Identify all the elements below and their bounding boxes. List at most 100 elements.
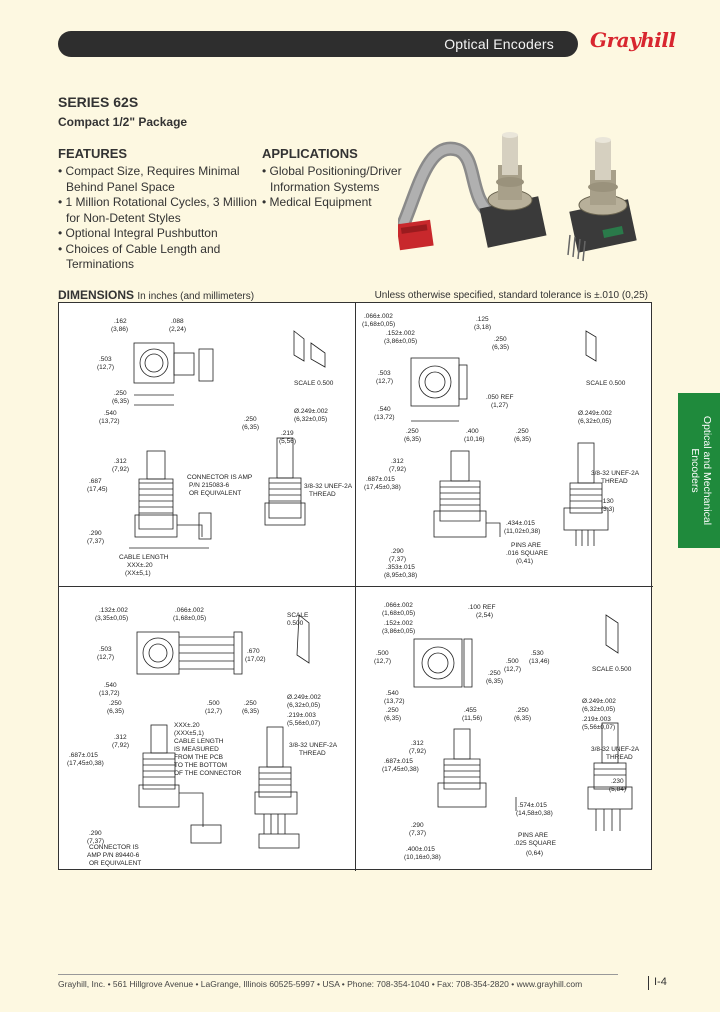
dimension-label: P/N 215083-6 bbox=[189, 482, 229, 489]
dimension-label: (7,92) bbox=[389, 466, 406, 473]
dimension-label: .455 bbox=[464, 707, 477, 714]
dimension-label: 0.500 bbox=[287, 620, 304, 627]
dimension-label: (6,35) bbox=[107, 708, 124, 715]
dimension-label: XXX±.20 bbox=[174, 722, 200, 729]
dimension-label: PINS ARE bbox=[518, 832, 549, 839]
dimension-label: .250 bbox=[244, 416, 257, 423]
dimension-label: .540 bbox=[386, 690, 399, 697]
dimension-label: 3/8-32 UNEF-2A bbox=[304, 483, 353, 490]
dimension-label: (6,35) bbox=[242, 708, 259, 715]
dimension-label: .312 bbox=[391, 458, 404, 465]
applications-list: • Global Positioning/Driver Information … bbox=[262, 164, 412, 211]
dimension-label: THREAD bbox=[606, 754, 633, 761]
dimensions-drawings: .162(3,86) .088(2,24) .503(12,7) .250(6,… bbox=[58, 302, 653, 871]
dimension-label: (2,54) bbox=[476, 612, 493, 619]
application-item: • Medical Equipment bbox=[262, 195, 372, 209]
dimension-label: (0,64) bbox=[526, 850, 543, 857]
drawing-pcb-side-svg: .066±.002(1,68±0,05) .125(3,18) .152±.00… bbox=[362, 313, 640, 579]
dimension-label: (6,35) bbox=[404, 436, 421, 443]
drawing-pcb-rear-svg: .066±.002(1,68±0,05) .100 REF(2,54) .152… bbox=[374, 602, 640, 861]
header-bar: Optical Encoders bbox=[58, 31, 578, 57]
dimension-label: Ø.249±.002 bbox=[287, 694, 321, 701]
dimension-label: .540 bbox=[104, 682, 117, 689]
page-separator bbox=[648, 976, 649, 990]
dimension-label: .500 bbox=[506, 658, 519, 665]
applications-section: APPLICATIONS • Global Positioning/Driver… bbox=[262, 146, 412, 211]
dimension-label: .250 bbox=[516, 428, 529, 435]
dimension-label: (10,16±0,38) bbox=[404, 854, 441, 861]
dimension-label: .500 bbox=[207, 700, 220, 707]
dimension-label: .100 REF bbox=[468, 604, 495, 611]
dimension-label: (3,35±0,05) bbox=[95, 615, 128, 622]
dimension-label: .219±.003 bbox=[582, 716, 611, 723]
dimension-label: .025 SQUARE bbox=[514, 840, 557, 847]
dimension-label: SCALE bbox=[287, 612, 309, 619]
dimension-label: (17,02) bbox=[245, 656, 266, 663]
dimension-label: (6,32±0,05) bbox=[578, 418, 611, 425]
dimension-label: .540 bbox=[104, 410, 117, 417]
dimension-label: (6,32±0,05) bbox=[582, 706, 615, 713]
dimension-label: (6,32±0,05) bbox=[287, 702, 320, 709]
dimension-label: (12,7) bbox=[374, 658, 391, 665]
encoder-product-photo bbox=[398, 132, 637, 262]
dimension-label: .219±.003 bbox=[287, 712, 316, 719]
dimension-label: (5,56±0,07) bbox=[582, 724, 615, 731]
feature-item: • 1 Million Rotational Cycles, 3 Million… bbox=[58, 195, 257, 225]
series-title: SERIES 62S bbox=[58, 94, 139, 110]
tolerance-note: Unless otherwise specified, standard tol… bbox=[374, 290, 648, 301]
series-subtitle: Compact 1/2" Package bbox=[58, 115, 188, 129]
dimension-label: .400±.015 bbox=[406, 846, 435, 853]
dimension-label: (1,27) bbox=[491, 402, 508, 409]
dimension-label: (12,7) bbox=[205, 708, 222, 715]
dimension-label: Ø.249±.002 bbox=[294, 408, 328, 415]
dimension-label: (11,56) bbox=[462, 715, 482, 722]
header-title: Optical Encoders bbox=[444, 36, 554, 52]
drawing-pcb-rear: .066±.002(1,68±0,05) .100 REF(2,54) .152… bbox=[356, 587, 653, 871]
dimension-label: THREAD bbox=[309, 491, 336, 498]
dimension-label: (13,72) bbox=[99, 690, 120, 697]
drawing-cable-side: .162(3,86) .088(2,24) .503(12,7) .250(6,… bbox=[59, 303, 356, 587]
dimension-label: (8,95±0,38) bbox=[384, 572, 417, 579]
dimension-label: .250 bbox=[114, 390, 127, 397]
dimension-label: (XX±5,1) bbox=[125, 570, 151, 577]
side-tab-label: Optical and Mechanical Encoders bbox=[689, 415, 713, 526]
dimension-label: .130 bbox=[601, 498, 614, 505]
dimension-label: .250 bbox=[386, 707, 399, 714]
dimension-label: .230 bbox=[611, 778, 624, 785]
dimension-label: (5,84) bbox=[609, 786, 626, 793]
dimension-label: (12,7) bbox=[504, 666, 521, 673]
features-list: • Compact Size, Requires Minimal Behind … bbox=[58, 164, 258, 273]
dimension-label: 3/8-32 UNEF-2A bbox=[591, 746, 640, 753]
dimension-label: CONNECTOR IS bbox=[89, 844, 139, 851]
dimension-label: .540 bbox=[378, 406, 391, 413]
dimension-label: 3/8-32 UNEF-2A bbox=[591, 470, 640, 477]
dimension-label: .687±.015 bbox=[69, 752, 98, 759]
dimension-label: SCALE 0.500 bbox=[586, 380, 626, 387]
dimension-label: .016 SQUARE bbox=[506, 550, 549, 557]
dimension-label: .250 bbox=[494, 336, 507, 343]
dimension-label: CONNECTOR IS AMP bbox=[187, 474, 252, 481]
dimension-label: .687±.015 bbox=[366, 476, 395, 483]
section-side-tab[interactable]: Optical and Mechanical Encoders bbox=[678, 393, 720, 548]
grayhill-logo: Grayhill bbox=[590, 28, 676, 52]
dimension-label: .290 bbox=[411, 822, 424, 829]
dimension-label: OR EQUIVALENT bbox=[189, 490, 241, 497]
dimension-label: .500 bbox=[376, 650, 389, 657]
dimension-label: (1,68±0,05) bbox=[382, 610, 415, 617]
feature-item: • Choices of Cable Length and Terminatio… bbox=[58, 241, 221, 272]
dimension-label: (6,35) bbox=[486, 678, 503, 685]
dimension-label: (17,45±0,38) bbox=[67, 760, 104, 767]
applications-heading: APPLICATIONS bbox=[262, 146, 358, 161]
dimensions-title: DIMENSIONS bbox=[58, 288, 135, 302]
dimension-label: FROM THE PCB bbox=[174, 754, 223, 761]
dimension-label: .687±.015 bbox=[384, 758, 413, 765]
page-number: I-4 bbox=[654, 976, 667, 988]
dimension-label: (XXX±5,1) bbox=[174, 730, 204, 737]
dimension-label: .503 bbox=[99, 646, 112, 653]
drawing-cable-side-svg: .162(3,86) .088(2,24) .503(12,7) .250(6,… bbox=[87, 318, 353, 577]
dimension-label: CABLE LENGTH bbox=[174, 738, 224, 745]
dimension-label: (6,35) bbox=[514, 436, 531, 443]
dimension-label: (1,68±0,05) bbox=[362, 321, 395, 328]
dimension-label: .312 bbox=[411, 740, 424, 747]
dimension-label: (7,92) bbox=[112, 742, 129, 749]
